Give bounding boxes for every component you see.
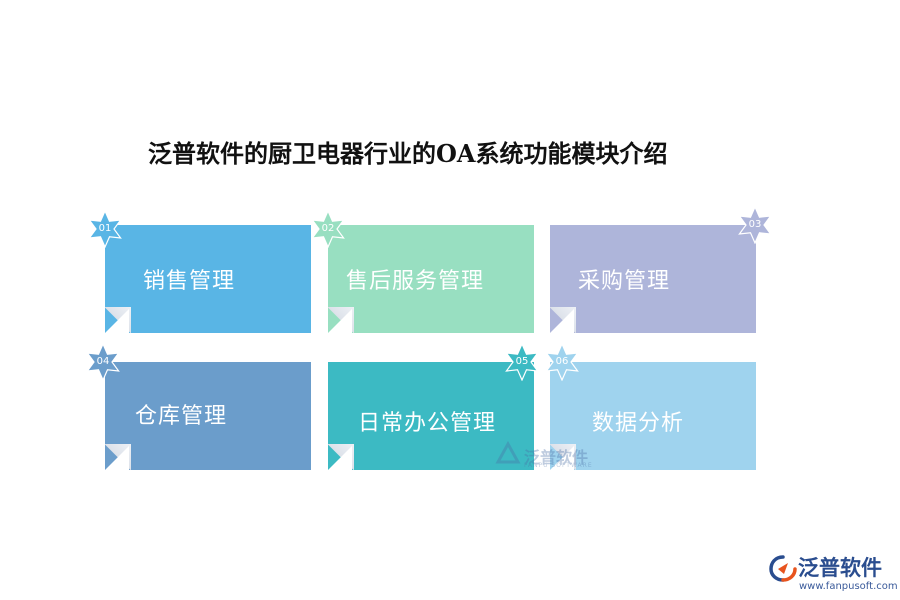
corner-fold — [328, 446, 352, 470]
star-badge-icon — [86, 343, 120, 381]
star-badge-icon — [505, 343, 539, 381]
star-badge-icon — [88, 210, 122, 248]
module-label: 售后服务管理 — [346, 269, 485, 294]
number-badge-03: 03 — [736, 206, 774, 244]
module-card-sales: 销售管理 — [105, 225, 311, 333]
badge-number: 03 — [748, 219, 762, 230]
module-label: 采购管理 — [578, 269, 671, 294]
number-badge-06: 06 — [543, 343, 581, 381]
watermark: 泛普软件 FANPU SOFTWARE — [494, 440, 592, 472]
module-card-warehouse: 仓库管理 — [105, 362, 311, 470]
watermark-subtext: FANPU SOFTWARE — [524, 462, 593, 469]
star-badge-icon — [545, 343, 579, 381]
watermark-logo-icon — [495, 440, 521, 464]
brand-logo-icon — [769, 555, 797, 582]
corner-fold — [328, 309, 352, 333]
module-label: 数据分析 — [592, 411, 685, 437]
badge-number: 01 — [98, 223, 112, 234]
number-badge-04: 04 — [84, 343, 122, 381]
module-label: 仓库管理 — [135, 403, 228, 429]
number-badge-02: 02 — [309, 210, 347, 248]
star-badge-icon — [311, 210, 345, 248]
module-card-purchasing: 采购管理 — [550, 225, 756, 333]
watermark-text: 泛普软件 — [524, 448, 589, 467]
badge-number: 02 — [321, 223, 335, 234]
number-badge-05: 05 — [503, 343, 541, 381]
diagram-title: 泛普软件的厨卫电器行业的OA系统功能模块介绍 — [148, 139, 668, 168]
badge-number: 06 — [555, 356, 569, 367]
module-card-office: 日常办公管理 — [328, 362, 534, 470]
module-card-data-analysis: 数据分析 — [550, 362, 756, 470]
brand-logo: 泛普软件 www.fanpusoft.com — [768, 552, 898, 596]
badge-number: 05 — [515, 356, 529, 367]
module-label: 日常办公管理 — [358, 411, 497, 437]
brand-logo-url: www.fanpusoft.com — [799, 581, 898, 592]
brand-logo-text: 泛普软件 — [798, 556, 882, 580]
corner-fold — [105, 446, 129, 470]
corner-fold — [550, 446, 574, 470]
badge-number: 04 — [96, 356, 110, 367]
number-badge-01: 01 — [86, 210, 124, 248]
corner-fold — [105, 309, 129, 333]
star-badge-icon — [738, 206, 772, 244]
module-label: 销售管理 — [143, 269, 236, 294]
module-card-after-sales: 售后服务管理 — [328, 225, 534, 333]
corner-fold — [550, 309, 574, 333]
